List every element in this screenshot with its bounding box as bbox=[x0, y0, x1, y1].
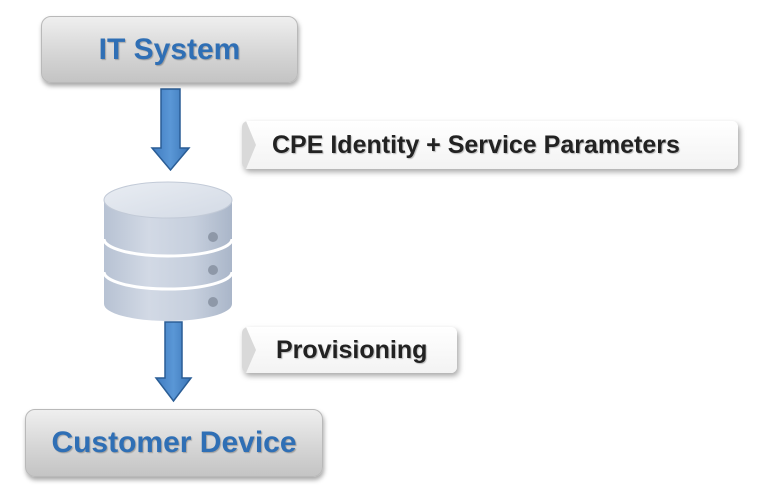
it-system-node: IT System bbox=[41, 16, 298, 83]
customer-device-node: Customer Device bbox=[25, 409, 323, 477]
database-icon bbox=[102, 181, 234, 321]
cpe-identity-text: CPE Identity + Service Parameters bbox=[272, 130, 680, 159]
provisioning-text: Provisioning bbox=[276, 335, 428, 364]
provisioning-label: Provisioning bbox=[242, 327, 457, 373]
label-notch bbox=[242, 121, 256, 169]
label-notch bbox=[242, 327, 256, 373]
cpe-identity-label: CPE Identity + Service Parameters bbox=[242, 121, 738, 169]
arrow-down-icon bbox=[150, 88, 191, 172]
customer-device-label: Customer Device bbox=[51, 426, 297, 459]
it-system-label: IT System bbox=[98, 32, 241, 66]
arrow-down-icon bbox=[154, 321, 193, 403]
